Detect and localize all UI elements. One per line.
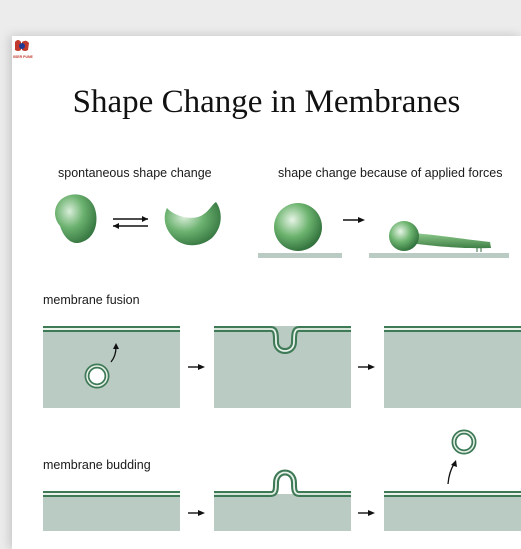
right-arrow-icon	[188, 364, 205, 370]
membrane-budding-label: membrane budding	[43, 458, 151, 472]
institution-logo-icon	[15, 40, 29, 51]
applied-forces-figure	[258, 203, 509, 258]
slide-title: Shape Change in Membranes	[12, 84, 521, 121]
fusion-panel-2	[214, 326, 351, 408]
substrate-left	[258, 253, 342, 258]
cup-shaped-vesicle	[165, 202, 221, 245]
budding-panel-2	[214, 473, 351, 532]
fusion-panel-3	[384, 326, 521, 408]
applied-forces-label: shape change because of applied forces	[278, 166, 502, 180]
right-arrow-icon	[343, 217, 365, 223]
right-arrow-icon	[358, 510, 375, 516]
substrate-right	[369, 253, 509, 258]
equilibrium-arrows-icon	[113, 216, 148, 229]
membrane-budding-figure	[43, 432, 521, 531]
spontaneous-shape-change-figure	[55, 194, 221, 245]
membrane-tether	[410, 233, 491, 248]
pulled-sphere	[389, 221, 419, 251]
logo-text: IISER PUNE	[13, 55, 33, 59]
slide: IISER PUNE Shape Change in Membranes spo…	[12, 36, 521, 549]
right-arrow-icon	[358, 364, 375, 370]
adhered-sphere	[274, 203, 322, 251]
membrane-fusion-figure	[43, 326, 521, 408]
right-arrow-icon	[188, 510, 205, 516]
budding-panel-3	[384, 432, 521, 531]
curved-arrow-icon	[448, 460, 457, 484]
fusion-panel-1	[43, 326, 180, 408]
membrane-fusion-label: membrane fusion	[43, 293, 140, 307]
spontaneous-shape-change-label: spontaneous shape change	[58, 166, 212, 180]
deformed-vesicle-shape	[55, 194, 96, 243]
budding-panel-1	[43, 491, 180, 531]
